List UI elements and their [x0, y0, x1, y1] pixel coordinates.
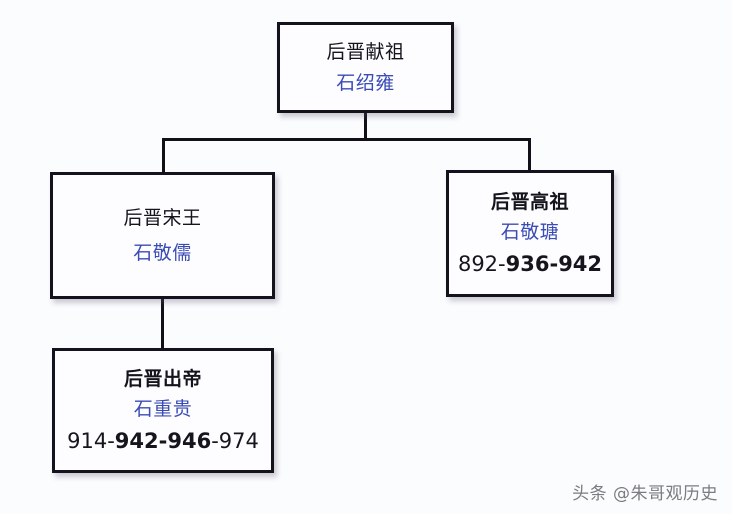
node-chudi-title: 后晋出帝	[123, 368, 202, 391]
watermark: 头条 @朱哥观历史	[572, 484, 718, 504]
node-gaozu-birth-year: 892	[457, 251, 499, 276]
connector-songwang-drop	[162, 138, 165, 174]
node-chudi-dates: 914-942-946-974	[67, 429, 259, 453]
node-songwang[interactable]: 后晋宋王 石敬儒	[50, 172, 275, 299]
connector-horizontal-bar	[162, 138, 531, 141]
node-gaozu-date-sep-1: -	[498, 251, 506, 276]
node-gaozu-date-sep-2: -	[549, 251, 559, 276]
node-chudi-reign-end-year: 946	[167, 428, 212, 453]
connector-xianzu-drop	[364, 113, 367, 141]
node-chudi-date-sep-2: -	[158, 428, 168, 453]
node-songwang-name: 石敬儒	[133, 241, 192, 264]
node-chudi-date-sep-1: -	[107, 428, 115, 453]
node-gaozu[interactable]: 后晋高祖 石敬瑭 892-936-942	[446, 170, 614, 297]
node-chudi-name: 石重贵	[133, 398, 193, 421]
node-songwang-title: 后晋宋王	[123, 207, 202, 230]
node-xianzu-title: 后晋献祖	[326, 40, 405, 63]
node-gaozu-name: 石敬瑭	[500, 221, 560, 244]
connector-chudi-drop	[161, 298, 164, 350]
node-gaozu-reign-start-year: 936	[505, 251, 550, 276]
node-gaozu-dates: 892-936-942	[458, 252, 602, 276]
connector-gaozu-drop	[528, 138, 531, 172]
node-chudi-reign-start-year: 942	[114, 428, 159, 453]
node-xianzu[interactable]: 后晋献祖 石绍雍	[277, 22, 454, 113]
node-gaozu-title: 后晋高祖	[490, 191, 569, 214]
node-chudi-death-year: 974	[218, 428, 259, 453]
node-chudi-date-sep-3: -	[211, 428, 219, 453]
node-gaozu-reign-end-year: 942	[558, 251, 603, 276]
node-chudi[interactable]: 后晋出帝 石重贵 914-942-946-974	[52, 348, 274, 473]
node-xianzu-name: 石绍雍	[336, 72, 395, 94]
node-chudi-birth-year: 914	[67, 428, 108, 453]
